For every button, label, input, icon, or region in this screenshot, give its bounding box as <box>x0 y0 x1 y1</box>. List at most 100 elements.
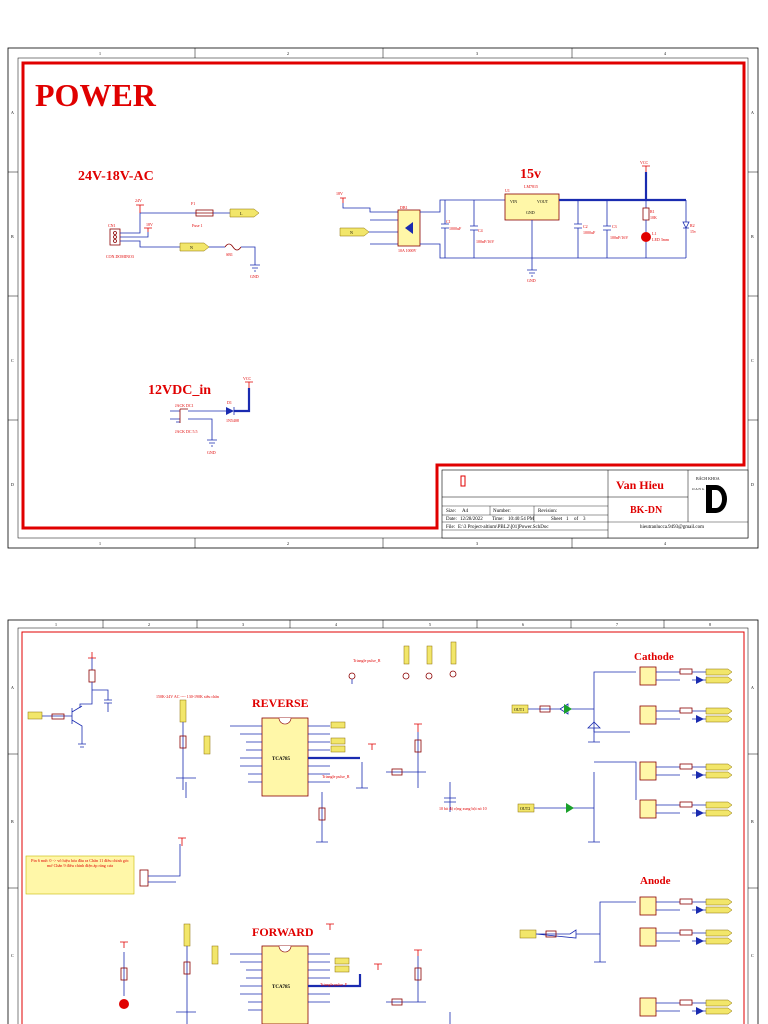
grid-label-3: 3 <box>476 51 478 56</box>
u1-vin-pin: VIN <box>510 199 517 204</box>
d1-label: D1 <box>227 400 232 405</box>
c2-value: 1000uF <box>583 230 596 235</box>
db1-part: 10A 1000V <box>398 248 417 253</box>
file-label: File: <box>446 525 455 530</box>
grid-label-B: B <box>11 234 14 239</box>
c1-value: 1000uF <box>449 226 462 231</box>
cathode-output-circuits: OUT1 OU <box>511 666 733 843</box>
logo-text: BÁCH KHOA <box>696 476 720 481</box>
regulator-title: 15v <box>520 167 541 182</box>
title-block: Van Hieu BK-DN BÁCH KHOA O A N G Size: A… <box>441 469 749 539</box>
revision-label: Revision: <box>538 509 557 514</box>
trigger-schematic-sheet: 1 2 3 4 5 6 7 8 A B C A B C REVERSE FORW… <box>7 619 759 1024</box>
c1-label: C1 <box>446 219 451 224</box>
out1-port-label: OUT1 <box>514 707 524 712</box>
author-email: hieutranlucca.9493@gmail.com <box>640 525 704 530</box>
forward-chip-label: TCA785 <box>272 985 291 990</box>
r2-value: 15v <box>690 229 696 234</box>
jack-label: JACK DC1 <box>175 403 194 408</box>
size-value: A4 <box>462 509 469 514</box>
date-value: 12/28/2022 <box>460 517 483 522</box>
grid2-label-3: 3 <box>242 622 244 627</box>
sheet-value: 1 <box>566 517 569 522</box>
grid-label-2: 2 <box>287 51 289 56</box>
grid-label-D: D <box>11 482 14 487</box>
db1-label: DB1 <box>400 205 408 210</box>
c3-value: 100nF/16V <box>610 235 628 240</box>
led1-label: L1 <box>652 231 656 236</box>
anode-output-circuits <box>519 896 733 1017</box>
grid-label-C: C <box>11 358 14 363</box>
l-port-label: L <box>240 211 243 216</box>
f1-label: F1 <box>191 201 195 206</box>
note-box: Pin 6 mức 0 -> vô hiệu hóa đầu ra Chân 1… <box>25 844 181 895</box>
ac-input-title: 24V-18V-AC <box>78 169 154 184</box>
grid-label-D-right: D <box>751 482 754 487</box>
time-label: Time: <box>492 517 504 522</box>
v24-label: 24V <box>135 198 142 203</box>
vcc-label-dc: VCC <box>243 376 252 381</box>
grid2-label-4: 4 <box>335 622 337 627</box>
led1-part: LED 3mm <box>652 237 670 242</box>
forward-tca785-circuit: TCA785 Triangle pulse_F <box>119 923 451 1024</box>
r2-label: R2 <box>690 223 695 228</box>
power-title: POWER <box>35 77 157 113</box>
reverse-tca785-circuit: TCA785 150K-24V AC ---- 130-190K siêu ch… <box>156 694 487 846</box>
gnd-label-ac: GND <box>250 274 259 279</box>
jack-part: JACK DC 5.5 <box>175 429 198 434</box>
grid-label-4-bottom: 4 <box>664 541 666 546</box>
reverse-title: REVERSE <box>252 696 309 710</box>
v18-in-label: 18V <box>336 191 343 196</box>
of-label: of <box>574 517 579 522</box>
c2-label: C2 <box>583 224 588 229</box>
triangle-pulse-r-label: Triangle pulse_R <box>353 658 381 663</box>
grid-label-A-right: A <box>751 110 754 115</box>
grid-label-1: 1 <box>99 51 101 56</box>
grid2-label-5: 5 <box>429 622 431 627</box>
grid2-label-A-right: A <box>751 685 754 690</box>
cn1-label: CN1 <box>108 223 116 228</box>
grid-label-B-right: B <box>751 234 754 239</box>
n-port-label: N <box>190 245 193 250</box>
grid2-label-C: C <box>11 953 14 958</box>
f1-part: Fuse 1 <box>192 223 203 228</box>
grid2-label-7: 7 <box>616 622 618 627</box>
grid2-label-B: B <box>11 819 14 824</box>
zero-cross-circuit <box>27 652 112 748</box>
r1-label: R1 <box>650 209 655 214</box>
n-port-label-2: N <box>350 230 353 235</box>
grid2-label-8: 8 <box>709 622 711 627</box>
mid-note: 10 bit độ rộng xung bội nó 10 <box>439 806 487 811</box>
grid2-label-B-right: B <box>751 819 754 824</box>
power-schematic-sheet: 1 2 3 4 1 2 3 4 A B C D A B C D POWER 24… <box>7 47 759 549</box>
grid2-label-A: A <box>11 685 14 690</box>
vcc-label: VCC <box>640 160 649 165</box>
file-path: E:\3 Project-altium\PBL2\[01]Power.SchDo… <box>458 525 549 530</box>
v18-label: 18V <box>146 222 153 227</box>
number-label: Number: <box>493 509 511 514</box>
of-value: 3 <box>583 517 586 522</box>
dc-jack-circuit: VCC GND JACK DC1 JACK DC 5.5 D1 1N5408 <box>170 376 253 455</box>
regulator-circuit: 18V N DB1 10A 1000V C1 1000uF C4 100nF/1… <box>336 160 696 283</box>
organization: BK-DN <box>630 505 663 516</box>
sb1-label: SB1 <box>226 252 233 257</box>
u1-part: LM7815 <box>524 184 538 189</box>
c4-value: 100nF/16V <box>476 239 494 244</box>
gnd-label-reg: GND <box>527 278 536 283</box>
d1-part: 1N5408 <box>226 418 239 423</box>
u1-gnd-pin: GND <box>526 210 535 215</box>
triangle-pulse-f-label: Triangle pulse_F <box>320 982 348 987</box>
dc-input-title: 12VDC_in <box>148 383 211 398</box>
cn1-part: CON.DOMINO3 <box>106 254 134 259</box>
test-points: Triangle pulse_R <box>348 641 457 684</box>
out2-port-label: OUT2 <box>520 806 530 811</box>
reverse-chip-label: TCA785 <box>272 757 291 762</box>
triangle-pulse-r-label-2: Triangle pulse_R <box>322 774 350 779</box>
forward-title: FORWARD <box>252 925 314 939</box>
author-name: Van Hieu <box>616 478 664 492</box>
r1-value: 10K <box>650 215 657 220</box>
grid-label-2-bottom: 2 <box>287 541 289 546</box>
time-value: 10:40:54 PM <box>508 517 535 522</box>
grid2-label-1: 1 <box>55 622 57 627</box>
anode-title: Anode <box>640 875 671 887</box>
